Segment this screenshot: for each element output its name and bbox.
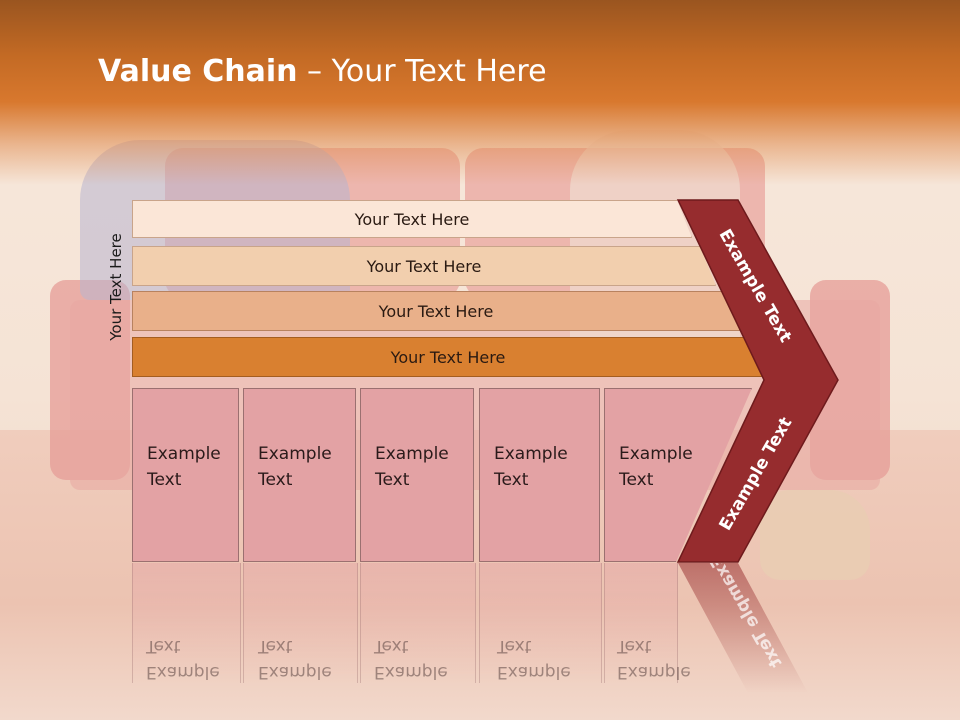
example-box-1-line1: Example bbox=[147, 444, 221, 464]
bar-4[interactable]: Your Text Here bbox=[132, 337, 764, 377]
bar-2[interactable]: Your Text Here bbox=[132, 246, 716, 286]
example-box-3-line1: Example bbox=[375, 444, 449, 464]
bar-3[interactable]: Your Text Here bbox=[132, 291, 740, 331]
example-box-4[interactable]: Example Text bbox=[479, 388, 600, 562]
example-box-1-line2: Text bbox=[147, 470, 182, 490]
example-box-3[interactable]: Example Text bbox=[360, 388, 474, 562]
title-rest: – Your Text Here bbox=[297, 54, 547, 89]
header-band bbox=[0, 0, 960, 185]
example-box-1[interactable]: Example Text bbox=[132, 388, 239, 562]
example-box-2[interactable]: Example Text bbox=[243, 388, 356, 562]
bar-2-label: Your Text Here bbox=[366, 256, 482, 276]
example-box-2-line1: Example bbox=[258, 444, 332, 464]
side-label: Your Text Here bbox=[107, 233, 125, 341]
bar-3-label: Your Text Here bbox=[378, 301, 494, 321]
example-box-4-line1: Example bbox=[494, 444, 568, 464]
chevron-shape bbox=[676, 199, 839, 563]
example-box-5-line1: Example bbox=[619, 444, 693, 464]
example-box-3-line2: Text bbox=[375, 470, 410, 490]
chevron-arrow[interactable]: Example Text Example Text bbox=[672, 198, 842, 568]
example-box-4-line2: Text bbox=[494, 470, 529, 490]
bar-1[interactable]: Your Text Here bbox=[132, 200, 692, 238]
example-box-2-line2: Text bbox=[258, 470, 293, 490]
slide-title: Value Chain – Your Text Here bbox=[98, 54, 547, 89]
bar-1-label: Your Text Here bbox=[354, 209, 470, 229]
bar-4-label: Your Text Here bbox=[390, 347, 506, 367]
title-bold: Value Chain bbox=[98, 54, 298, 89]
example-box-5-line2: Text bbox=[619, 470, 654, 490]
